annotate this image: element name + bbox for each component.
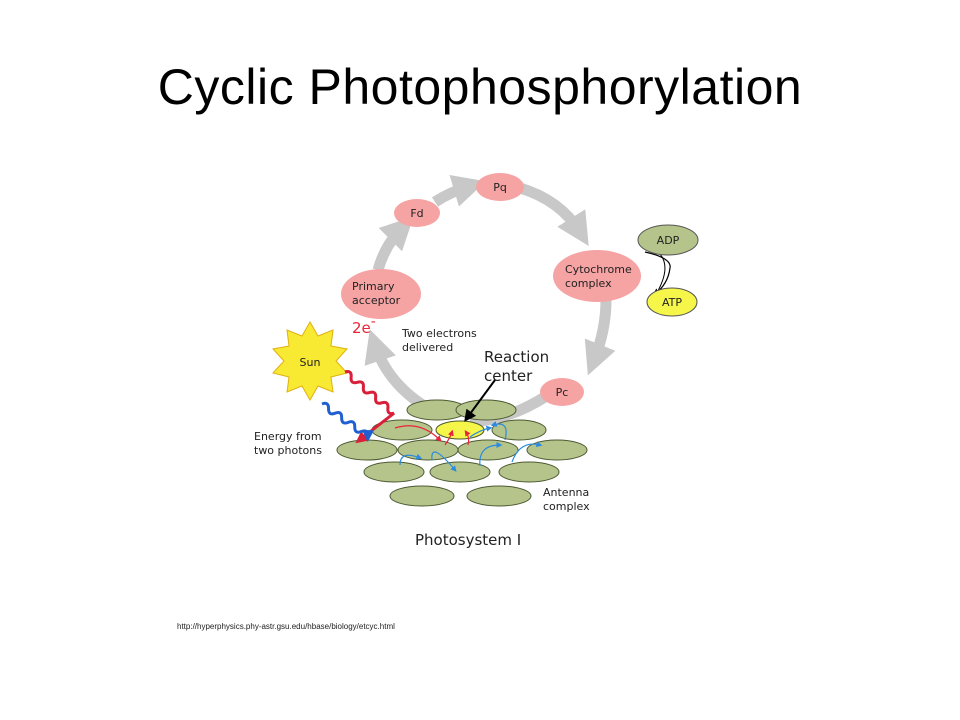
red-transfer-2: [444, 429, 454, 446]
cytochrome-label-1: Cytochrome: [565, 263, 632, 276]
red-transfer-3: [464, 430, 471, 446]
blue-transfer-2: [431, 451, 457, 472]
energy-label-2: two photons: [254, 444, 322, 457]
atp-node: ATP: [646, 287, 698, 317]
source-url: http://hyperphysics.phy-astr.gsu.edu/hba…: [177, 622, 395, 631]
reaction-center-disc: [435, 420, 485, 440]
sun-icon: Sun: [272, 320, 348, 402]
photosystem-label: Photosystem I: [415, 531, 521, 549]
disc-row-3: [336, 439, 588, 461]
pc-label: Pc: [556, 386, 569, 399]
disc-row-1: [406, 399, 517, 421]
blue-transfer-4: [490, 421, 507, 441]
carrier-cytochrome-complex: Cytochrome complex: [553, 250, 641, 302]
arrow-cytochrome-to-pc: [584, 299, 616, 376]
carrier-pc: Pc: [540, 378, 584, 406]
energy-label-1: Energy from: [254, 430, 322, 443]
reaction-center-pointer: [464, 379, 496, 422]
blue-transfer-3: [479, 442, 503, 467]
disc-row-2: [371, 419, 547, 441]
reaction-center-label-1: Reaction: [484, 348, 549, 366]
cytochrome-label-2: complex: [565, 277, 612, 290]
primary-acceptor-label-2: acceptor: [352, 294, 401, 307]
slide-title: Cyclic Photophosphorylation: [157, 59, 803, 115]
arrow-acceptor-to-fd: [372, 216, 414, 272]
pq-label: Pq: [493, 181, 507, 194]
carrier-fd: Fd: [394, 199, 440, 227]
reaction-center-label-2: center: [484, 367, 533, 385]
blue-photon-arrow: [321, 401, 375, 443]
sun-label: Sun: [300, 356, 321, 369]
adp-label: ADP: [657, 234, 680, 247]
carrier-pq: Pq: [476, 173, 524, 201]
red-transfer-1: [394, 425, 442, 442]
blue-transfer-1: [399, 453, 423, 466]
fd-label: Fd: [410, 207, 423, 220]
antenna-label-1: Antenna: [543, 486, 589, 499]
two-electrons-label-1: Two electrons: [401, 327, 477, 340]
disc-row-4: [363, 461, 560, 483]
blue-transfer-5: [511, 441, 543, 463]
arrow-pq-to-cytochrome: [518, 182, 589, 246]
atp-label: ATP: [662, 296, 682, 309]
arrow-fd-to-pq: [431, 174, 486, 207]
primary-acceptor-label-1: Primary: [352, 280, 395, 293]
blue-transfer-6: [469, 425, 493, 438]
energy-transfer-arrows: [394, 421, 543, 472]
disc-row-5: [389, 485, 532, 507]
two-electrons-label-2: delivered: [402, 341, 453, 354]
carrier-primary-acceptor: Primary acceptor: [341, 269, 421, 319]
red-photon-arrow: [344, 370, 395, 444]
electrons-label: 2e-: [352, 314, 376, 337]
antenna-label-2: complex: [543, 500, 590, 513]
adp-to-atp-arrow: [644, 251, 671, 296]
adp-node: ADP: [637, 224, 699, 256]
antenna-discs: [336, 399, 588, 507]
